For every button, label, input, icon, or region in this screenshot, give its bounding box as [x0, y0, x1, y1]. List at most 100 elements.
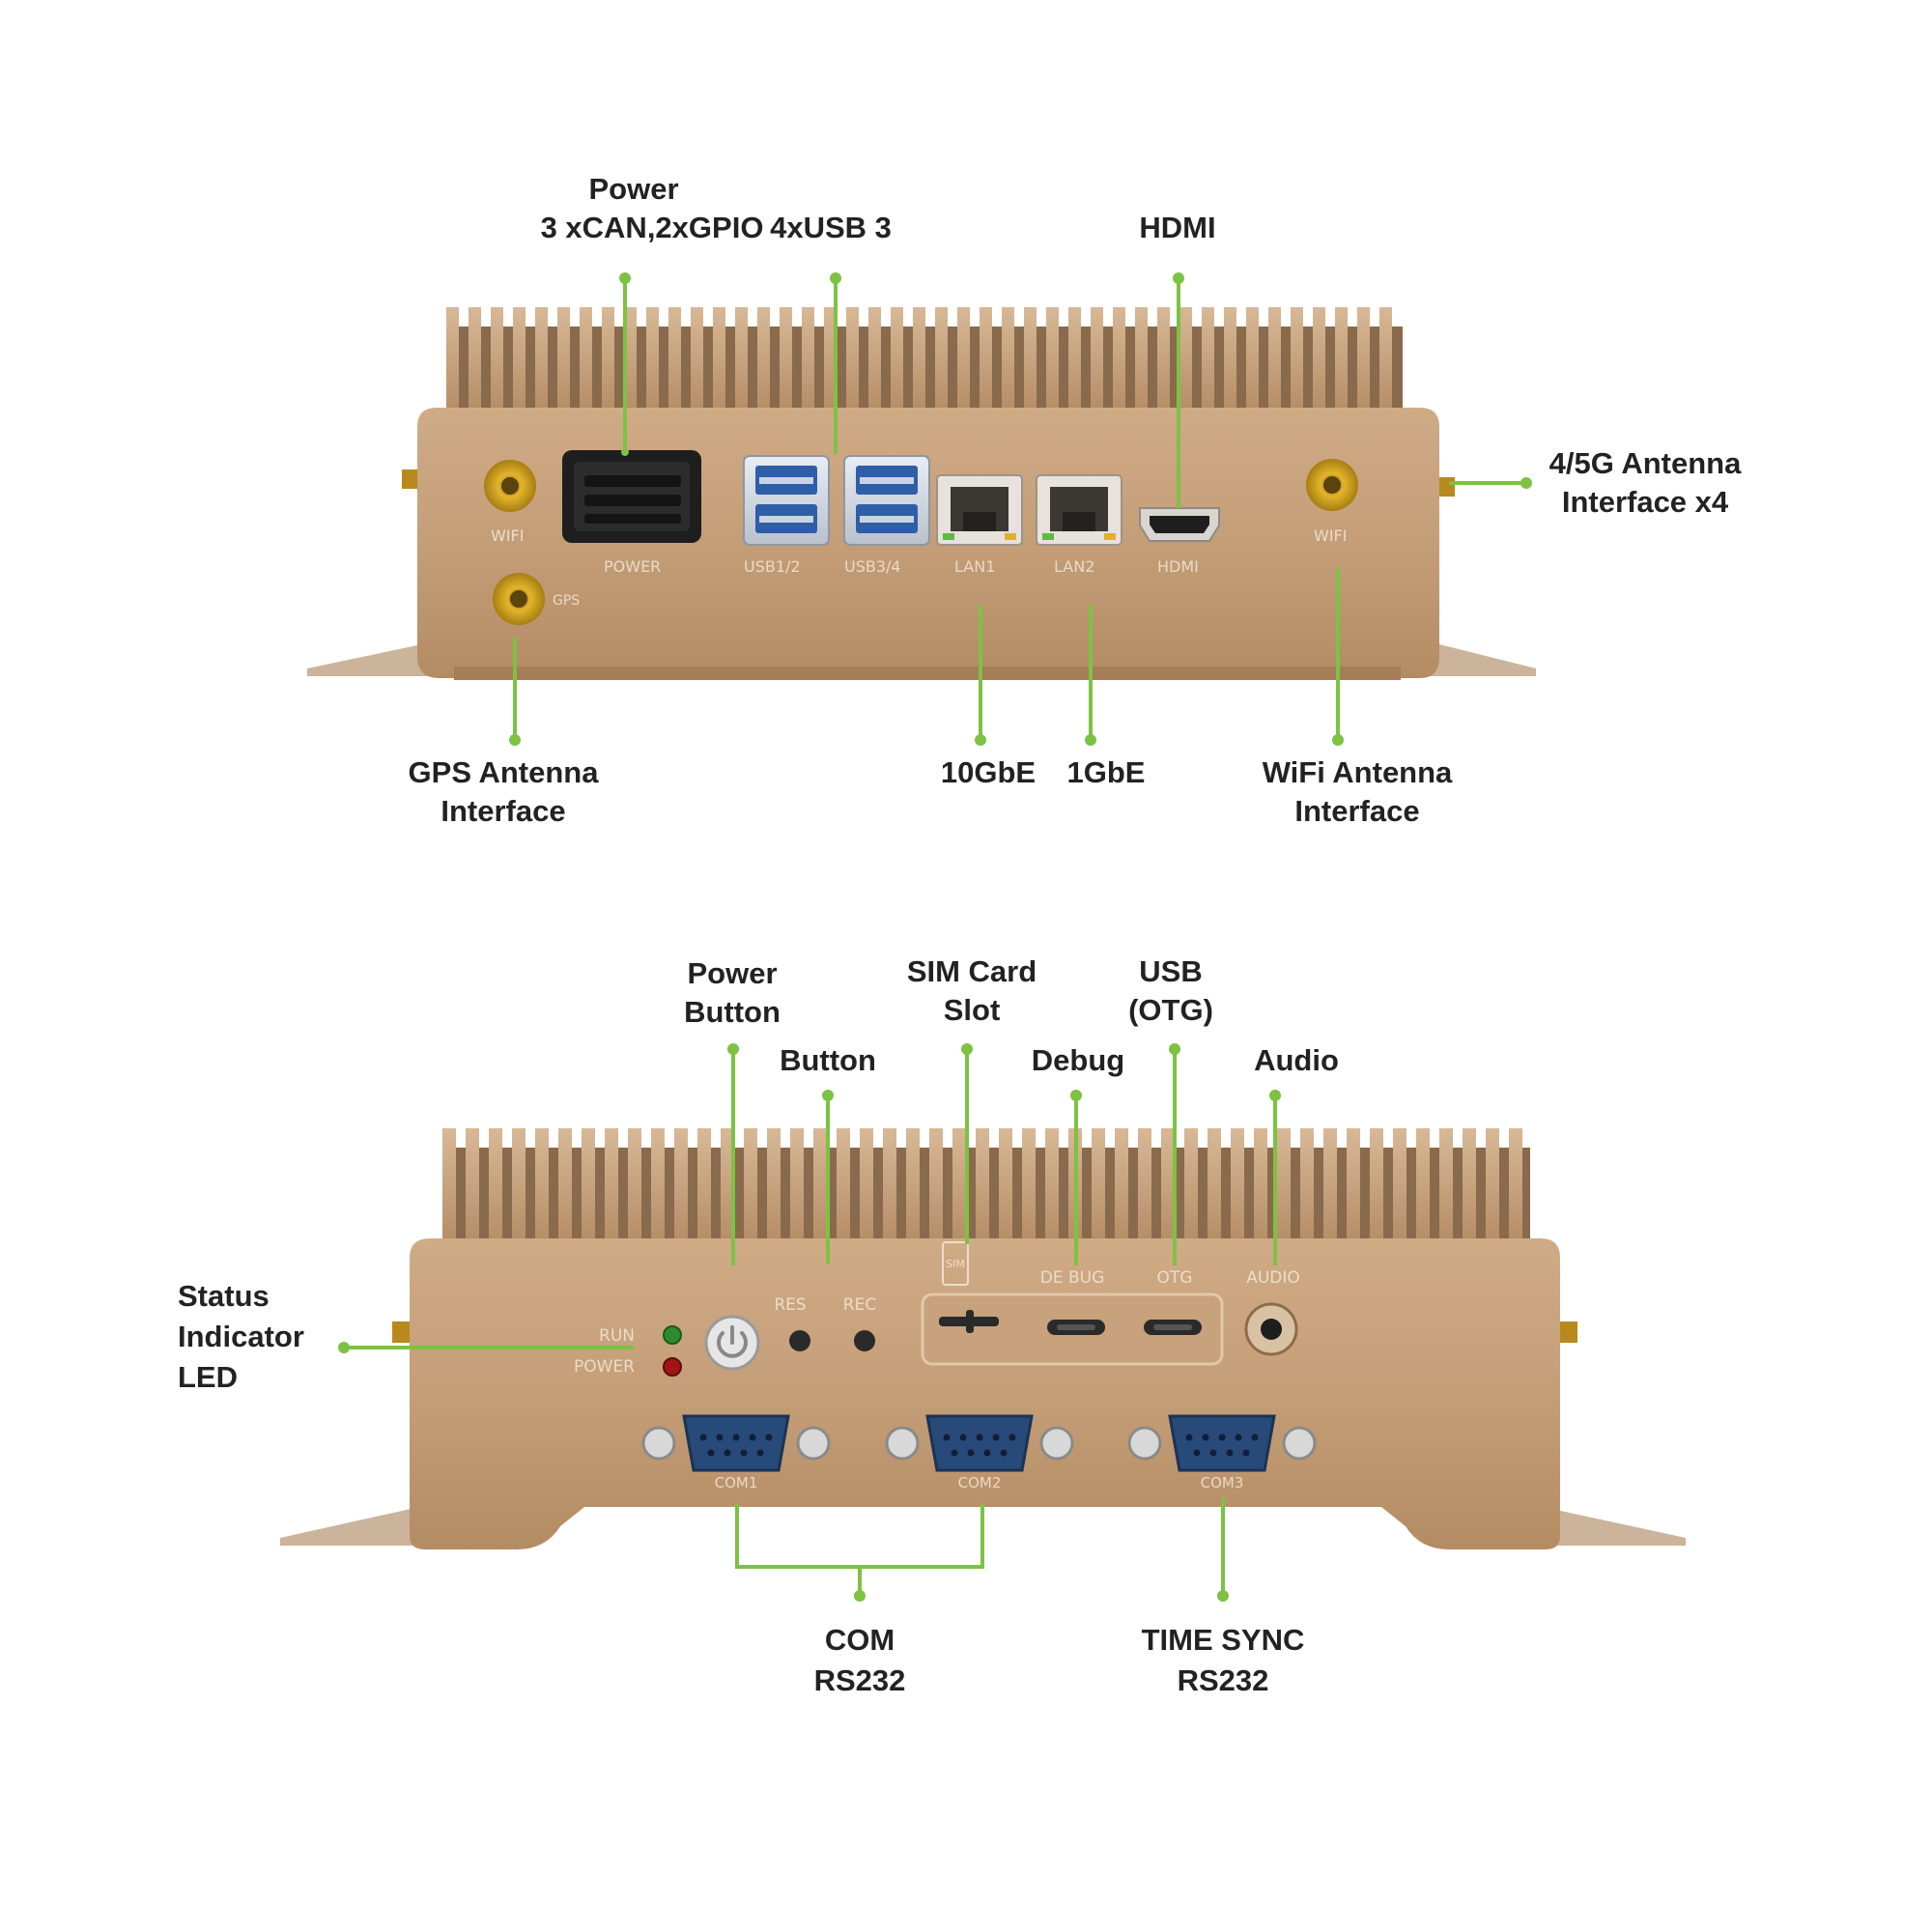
recovery-button[interactable] — [854, 1330, 875, 1351]
callout-wifi-interface: Interface — [1294, 794, 1419, 828]
rear-callouts: Power 3 xCAN,2xGPIO 4xUSB 3 HDMI 4/5G An… — [409, 172, 1743, 828]
run-led — [663, 1325, 682, 1345]
heatsink-fin — [891, 307, 903, 412]
heatsink-fin — [1068, 307, 1081, 412]
chassis-base — [454, 667, 1401, 680]
db9-shell — [1168, 1414, 1276, 1472]
heatsink-fin — [605, 1128, 618, 1242]
callout-power-button-line2: Button — [684, 995, 781, 1029]
otg-usb-c-port[interactable] — [1144, 1320, 1202, 1335]
heatsink-fin — [1509, 1128, 1522, 1242]
rear-leader-lines — [509, 272, 1532, 746]
heatsink-fin — [860, 1128, 873, 1242]
silk-hdmi: HDMI — [1157, 557, 1199, 576]
rear-view: WIFI GPS POWER USB1/2 — [307, 307, 1536, 680]
callout-status-line1: Status — [178, 1279, 270, 1313]
heatsink-fin — [735, 307, 748, 412]
heatsink-fin — [757, 307, 770, 412]
db9-pin — [943, 1434, 951, 1441]
reset-button[interactable] — [789, 1330, 810, 1351]
usb-ports-1-2 — [743, 455, 830, 546]
callout-4g5g-antenna-count: Interface x4 — [1562, 485, 1729, 519]
callout-timesync-line1: TIME SYNC — [1142, 1623, 1305, 1657]
heatsink-fin — [1313, 307, 1325, 412]
heatsink-fin — [651, 1128, 665, 1242]
heatsink-fin — [790, 1128, 804, 1242]
db9-pin — [699, 1434, 707, 1441]
wifi-antenna-connector-left — [484, 460, 536, 512]
heatsink-fin — [813, 1128, 827, 1242]
silk-usb34: USB3/4 — [844, 557, 901, 576]
callout-com-line1: COM — [825, 1623, 895, 1657]
db9-pin — [1000, 1449, 1008, 1457]
callout-hdmi: HDMI — [1139, 211, 1215, 244]
heatsink-fin — [1246, 307, 1259, 412]
db9-pin — [732, 1434, 740, 1441]
audio-jack[interactable] — [1244, 1302, 1298, 1356]
heatsink-fin — [1046, 307, 1059, 412]
heatsink-fin — [713, 307, 725, 412]
callout-button: Button — [780, 1043, 876, 1077]
callout-power-button-line1: Power — [687, 956, 777, 990]
db9-serial-port[interactable] — [1127, 1414, 1317, 1472]
heatsink-fin — [535, 1128, 549, 1242]
callout-sim-line2: Slot — [944, 993, 1001, 1027]
usb-ports-3-4 — [843, 455, 930, 546]
heatsink-fin — [1138, 1128, 1151, 1242]
callout-status-line3: LED — [178, 1360, 238, 1394]
front-view: RUN POWER RES REC — [280, 1128, 1686, 1549]
wifi-antenna-connector-right — [1306, 459, 1358, 511]
db9-pin — [707, 1449, 715, 1457]
front-chassis-body — [410, 1238, 1560, 1549]
heatsink-fin — [469, 307, 481, 412]
gps-antenna-connector — [493, 573, 545, 625]
heatsink-fin — [558, 1128, 572, 1242]
heatsink-fin — [957, 307, 970, 412]
db9-serial-port[interactable] — [885, 1414, 1074, 1472]
db9-serial-port[interactable] — [641, 1414, 831, 1472]
right-mounting-foot — [1412, 638, 1536, 676]
callout-gps-antenna: GPS Antenna — [409, 755, 600, 789]
heatsink-fin — [999, 1128, 1012, 1242]
heatsink-fin — [744, 1128, 757, 1242]
power-button[interactable] — [704, 1315, 760, 1371]
silk-audio: AUDIO — [1246, 1268, 1300, 1288]
db9-pin — [716, 1434, 724, 1441]
heatsink-fin — [697, 1128, 711, 1242]
screw-post — [1039, 1426, 1074, 1461]
heatsink-fin — [976, 1128, 989, 1242]
heatsink-fin — [442, 1128, 456, 1242]
screw-post — [885, 1426, 920, 1461]
heatsink-fin — [1463, 1128, 1476, 1242]
db9-pin — [1185, 1434, 1193, 1441]
heatsink-fin — [512, 1128, 526, 1242]
db9-pin — [959, 1434, 967, 1441]
heatsink-fin — [780, 307, 792, 412]
right-antenna-stub — [1439, 477, 1455, 497]
debug-usb-c-port[interactable] — [1047, 1320, 1105, 1335]
heatsink-fin — [906, 1128, 920, 1242]
heatsink-fin — [1092, 1128, 1105, 1242]
heatsink-fin — [624, 307, 637, 412]
silk-otg: OTG — [1157, 1268, 1193, 1288]
heatsink-fin — [1161, 1128, 1175, 1242]
heatsink-fin — [1224, 307, 1236, 412]
heatsink-fin — [602, 307, 614, 412]
front-heatsink-fins — [442, 1128, 1530, 1242]
heatsink-fin — [1357, 307, 1370, 412]
heatsink-fin — [1486, 1128, 1499, 1242]
heatsink-fin — [668, 307, 681, 412]
heatsink-fin — [1370, 1128, 1383, 1242]
heatsink-fin — [628, 1128, 641, 1242]
heatsink-fin — [1277, 1128, 1291, 1242]
silk-wifi-right: WIFI — [1314, 526, 1347, 545]
sim-card-slot[interactable] — [939, 1310, 999, 1333]
heatsink-fin — [980, 307, 992, 412]
callout-debug: Debug — [1032, 1043, 1124, 1077]
heatsink-fin — [868, 307, 881, 412]
heatsink-fin — [582, 1128, 595, 1242]
silk-com1: COM1 — [715, 1474, 758, 1492]
screw-post — [1282, 1426, 1317, 1461]
silk-com3: COM3 — [1201, 1474, 1244, 1492]
heatsink-fin — [1291, 307, 1303, 412]
